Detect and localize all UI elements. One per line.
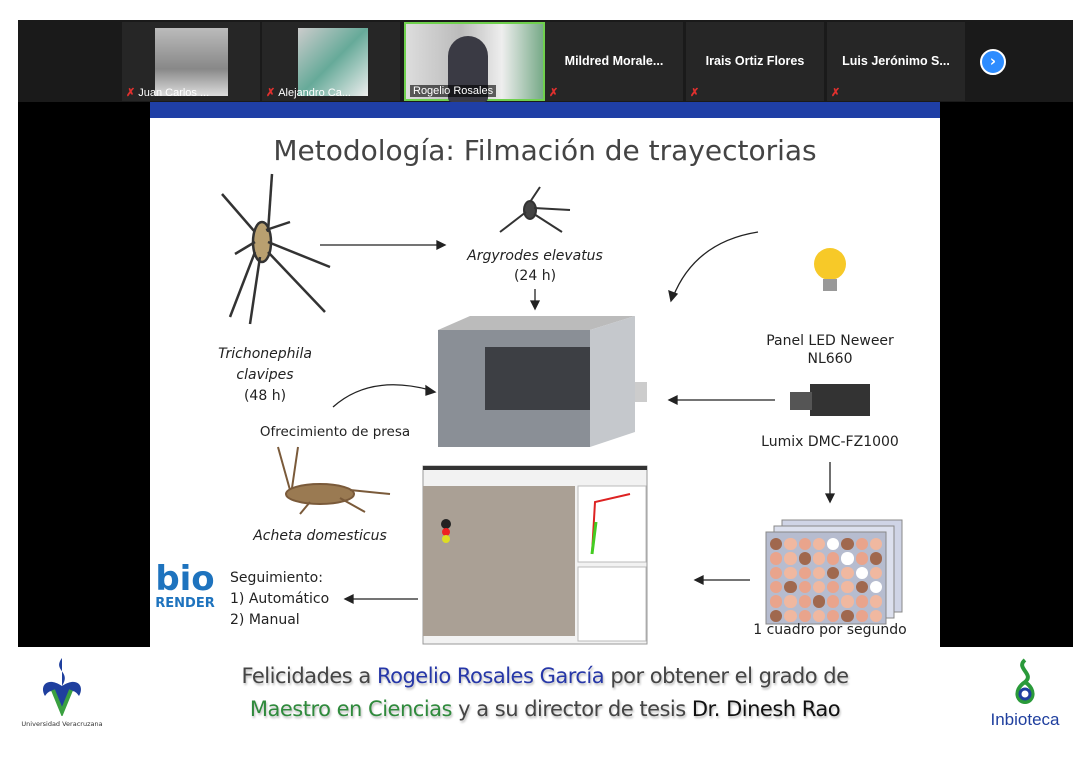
frame-well (827, 538, 840, 551)
frame-well (869, 609, 882, 622)
frame-well (812, 595, 825, 608)
participant-video (155, 28, 228, 96)
spider-argyrodes-icon (499, 186, 571, 233)
frame-well (841, 595, 854, 608)
frames-label: 1 cuadro por segundo (753, 622, 907, 638)
frame-well (784, 580, 797, 594)
frame-well (841, 609, 854, 622)
participant-name: Juan Carlos ... (138, 86, 210, 99)
slide-title: Metodología: Filmación de trayectorias (273, 134, 817, 167)
muted-mic-icon: ✗ (690, 87, 700, 99)
frame-well (855, 552, 868, 565)
participant-name: Rogelio Rosales (413, 85, 494, 97)
universidad-veracruzana-logo: Universidad Veracruzana (18, 656, 106, 728)
frame-well (798, 595, 811, 608)
frame-well (812, 609, 825, 622)
prey-label: Ofrecimiento de presa (259, 424, 411, 440)
species-label-argyrodes: Argyrodes elevatus(24 h) (467, 248, 603, 284)
frame-well (855, 595, 868, 608)
participant-video (298, 28, 368, 96)
shared-slide: Metodología: Filmación de trayectorias (150, 102, 940, 647)
frame-well (784, 609, 797, 622)
frame-well (855, 580, 868, 594)
frame-well (855, 609, 868, 622)
frame-well (869, 595, 882, 608)
frame-well (770, 580, 783, 594)
frame-well (798, 566, 811, 579)
participant-tile[interactable]: ✗Alejandro Ca... (262, 22, 400, 101)
muted-mic-icon: ✗ (549, 87, 559, 99)
frame-well (827, 552, 840, 565)
frame-well (869, 552, 882, 565)
participant-tile[interactable]: Irais Ortiz Flores ✗ (686, 22, 824, 101)
frame-well (812, 538, 825, 551)
frame-well (827, 580, 840, 594)
frame-well (784, 595, 797, 608)
frame-well (798, 580, 811, 594)
frame-wells-grid (770, 538, 882, 622)
lightbulb-icon (814, 248, 846, 291)
frame-well (855, 538, 868, 551)
tracking-software-screenshot (422, 465, 648, 645)
slide-header-bar (150, 102, 940, 118)
frame-well (812, 580, 825, 594)
frame-well (812, 552, 825, 565)
muted-mic-icon: ✗ (126, 87, 136, 99)
arrows (320, 231, 836, 605)
muted-mic-icon: ✗ (266, 87, 276, 99)
frame-well (798, 538, 811, 551)
frame-well (827, 566, 840, 579)
fleur-de-lis-icon (42, 658, 82, 718)
camera-icon (790, 384, 870, 416)
participant-name: Irais Ortiz Flores (705, 54, 805, 68)
frame-well (841, 566, 854, 579)
frame-well (784, 538, 797, 551)
frame-well (770, 552, 783, 565)
species-label-acheta: Acheta domesticus (253, 528, 387, 544)
camera-label: Lumix DMC-FZ1000 (761, 434, 899, 450)
inbioteca-logo: Inbioteca (980, 656, 1070, 730)
frame-well (770, 566, 783, 579)
frame-well (841, 552, 854, 565)
participant-name: Alejandro Ca... (278, 86, 351, 99)
participant-tile[interactable]: Luis Jerónimo S... ✗ (827, 22, 965, 101)
frame-well (770, 595, 783, 608)
frame-well (841, 580, 854, 594)
frame-well (869, 538, 882, 551)
frame-well (812, 566, 825, 579)
frame-well (855, 566, 868, 579)
frame-well (798, 609, 811, 622)
participant-name: Luis Jerónimo S... (842, 54, 950, 68)
frame-well (869, 566, 882, 579)
chevron-right-icon[interactable]: › (980, 49, 1006, 75)
frame-well (841, 538, 854, 551)
congratulations-caption: Felicidades a Rogelio Rosales García por… (241, 664, 849, 721)
filming-box-icon (438, 316, 647, 447)
muted-mic-icon: ✗ (831, 87, 841, 99)
frame-well (770, 538, 783, 551)
frame-well (869, 580, 882, 594)
frame-well (798, 552, 811, 565)
biorender-logo: bio RENDER (155, 559, 215, 611)
spider-trichonephila-icon (221, 173, 331, 325)
frame-well (827, 609, 840, 622)
cricket-icon (277, 446, 391, 515)
participant-tile[interactable]: ✗Juan Carlos ... (122, 22, 260, 101)
frame-well (770, 609, 783, 622)
inbioteca-emblem-icon (1015, 658, 1035, 705)
participant-tile-active[interactable]: Rogelio Rosales (404, 22, 545, 102)
participant-tile[interactable]: Mildred Morale... ✗ (545, 22, 683, 101)
frame-well (784, 552, 797, 565)
frame-well (784, 566, 797, 579)
frame-well (827, 595, 840, 608)
participant-name: Mildred Morale... (564, 54, 664, 68)
